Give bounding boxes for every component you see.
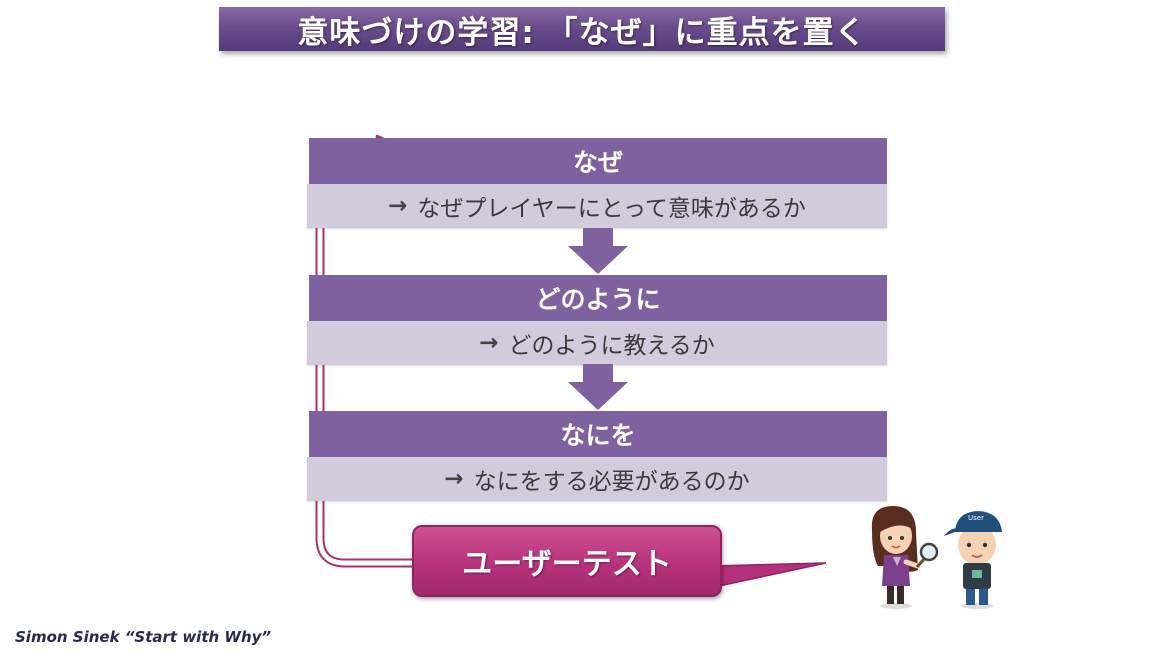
step-detail: なぜプレイヤーにとって意味があるか (417, 196, 806, 222)
down-arrow-icon (568, 364, 628, 410)
user-test-callout: ユーザーテスト (412, 525, 722, 597)
step-heading: なにを (309, 411, 887, 457)
source-credit: Simon Sinek “Start with Why” (15, 628, 272, 646)
user-boy-icon (944, 511, 1002, 609)
step-heading: なぜ (309, 138, 887, 184)
step-why: なぜ → なぜプレイヤーにとって意味があるか (307, 138, 887, 228)
step-how: どのように → どのように教えるか (307, 275, 887, 365)
user-test-label: ユーザーテスト (462, 547, 672, 582)
step-detail: どのように教えるか (508, 333, 715, 359)
step-heading: どのように (309, 275, 887, 321)
researcher-girl-icon (871, 506, 939, 609)
arrow-right-icon: → (388, 193, 408, 219)
step-detail-row: → なぜプレイヤーにとって意味があるか (307, 184, 887, 228)
step-detail: なにをする必要があるのか (473, 469, 750, 495)
step-what: なにを → なにをする必要があるのか (307, 411, 887, 501)
page-title: 意味づけの学習: 「なぜ」に重点を置く (297, 14, 867, 51)
step-detail-row: → どのように教えるか (307, 321, 887, 365)
step-detail-row: → なにをする必要があるのか (307, 457, 887, 501)
arrow-right-icon: → (444, 466, 464, 492)
user-cap-text: User (968, 514, 984, 522)
title-bar: 意味づけの学習: 「なぜ」に重点を置く (219, 7, 945, 51)
arrow-right-icon: → (479, 330, 499, 356)
down-arrow-icon (568, 228, 628, 274)
